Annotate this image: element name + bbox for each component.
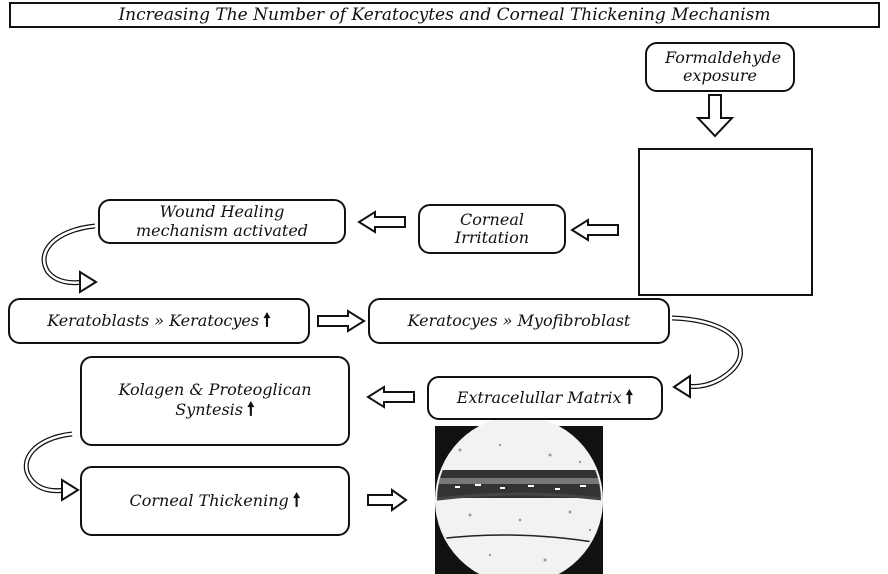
node-empty-square <box>638 148 813 296</box>
curve-head-2 <box>672 374 691 399</box>
node-corneal-thickening: Corneal Thickening🠕 <box>80 466 350 536</box>
up-arrow-icon: 🠕 <box>247 398 255 420</box>
node-kolagen: Kolagen & Proteoglican Syntesis🠕 <box>80 356 350 446</box>
curve-head-1 <box>79 270 98 294</box>
up-arrow-icon: 🠕 <box>263 309 271 331</box>
histology-image <box>435 416 603 574</box>
arrow-square-to-irritation <box>570 218 619 242</box>
node-corneal-irritation: Corneal Irritation <box>418 204 566 254</box>
diagram-title: Increasing The Number of Keratocytes and… <box>9 2 880 28</box>
up-arrow-icon: 🠕 <box>292 489 301 511</box>
node-formaldehyde: Formaldehyde exposure <box>645 42 795 92</box>
curve-head-3 <box>61 478 80 502</box>
arrow-keratoblasts-to-myo <box>317 309 366 333</box>
arrow-ecm-to-kolagen <box>366 385 415 409</box>
node-ecm: Extracelullar Matrix🠕 <box>427 376 663 420</box>
curve-myo-to-ecm <box>671 315 743 390</box>
node-keratoblasts: Keratoblasts » Keratocyes🠕 <box>8 298 310 344</box>
up-arrow-icon: 🠕 <box>625 386 634 408</box>
node-myofibroblast: Keratocyes » Myofibroblast <box>368 298 670 344</box>
node-wound-healing: Wound Healing mechanism activated <box>98 199 346 244</box>
down-arrow-formaldehyde <box>695 94 735 138</box>
arrow-thickening-to-image <box>367 488 408 512</box>
arrow-irritation-to-wound <box>357 210 406 234</box>
